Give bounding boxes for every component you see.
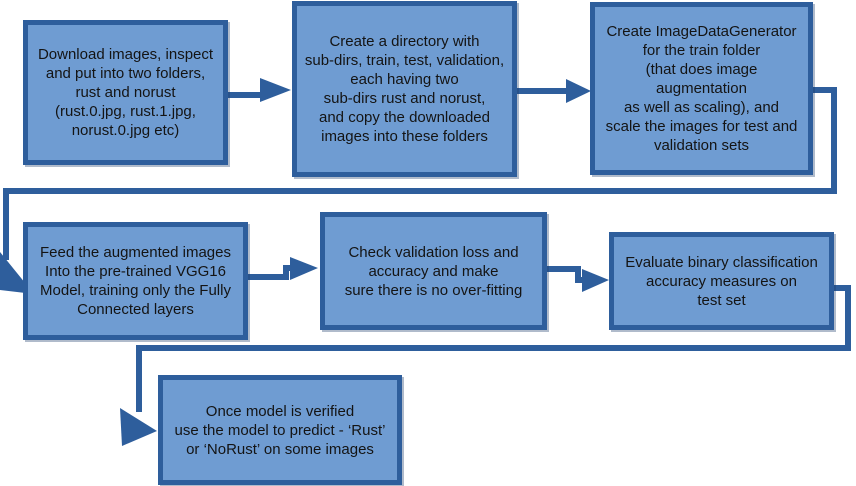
arrowhead-evaluate-to-predict	[120, 408, 157, 446]
connector-vgg16-to-validation	[248, 265, 292, 280]
step-create-directory-text: Create a directory with sub-dirs, train,…	[304, 33, 505, 145]
step-predict-text: Once model is verified use the model to …	[174, 402, 386, 458]
step-evaluate-accuracy-text: Evaluate binary classification accuracy …	[625, 253, 818, 309]
flowchart-step-feed-vgg16: Feed the augmented images Into the pre-t…	[23, 222, 248, 340]
step-download-images-text: Download images, inspect and put into tw…	[37, 46, 214, 139]
step-feed-vgg16-text: Feed the augmented images Into the pre-t…	[40, 244, 231, 318]
arrowhead-directory-to-generator	[566, 79, 591, 103]
flowchart-step-check-validation: Check validation loss and accuracy and m…	[320, 212, 547, 330]
arrowhead-vgg16-to-validation	[290, 257, 318, 280]
arrowhead-download-to-directory	[260, 78, 291, 102]
flowchart-step-create-imagedatagenerator: Create ImageDataGenerator for the train …	[590, 2, 813, 175]
arrowhead-validation-to-evaluate	[582, 269, 609, 292]
step-create-imagedatagenerator-text: Create ImageDataGenerator for the train …	[605, 23, 798, 154]
flowchart-step-predict: Once model is verified use the model to …	[158, 375, 402, 485]
flowchart-step-download-images: Download images, inspect and put into tw…	[23, 20, 228, 165]
flowchart-step-create-directory: Create a directory with sub-dirs, train,…	[292, 1, 517, 177]
step-check-validation-text: Check validation loss and accuracy and m…	[344, 243, 523, 299]
flowchart-step-evaluate-accuracy: Evaluate binary classification accuracy …	[609, 232, 834, 330]
connector-validation-to-evaluate	[547, 266, 584, 283]
